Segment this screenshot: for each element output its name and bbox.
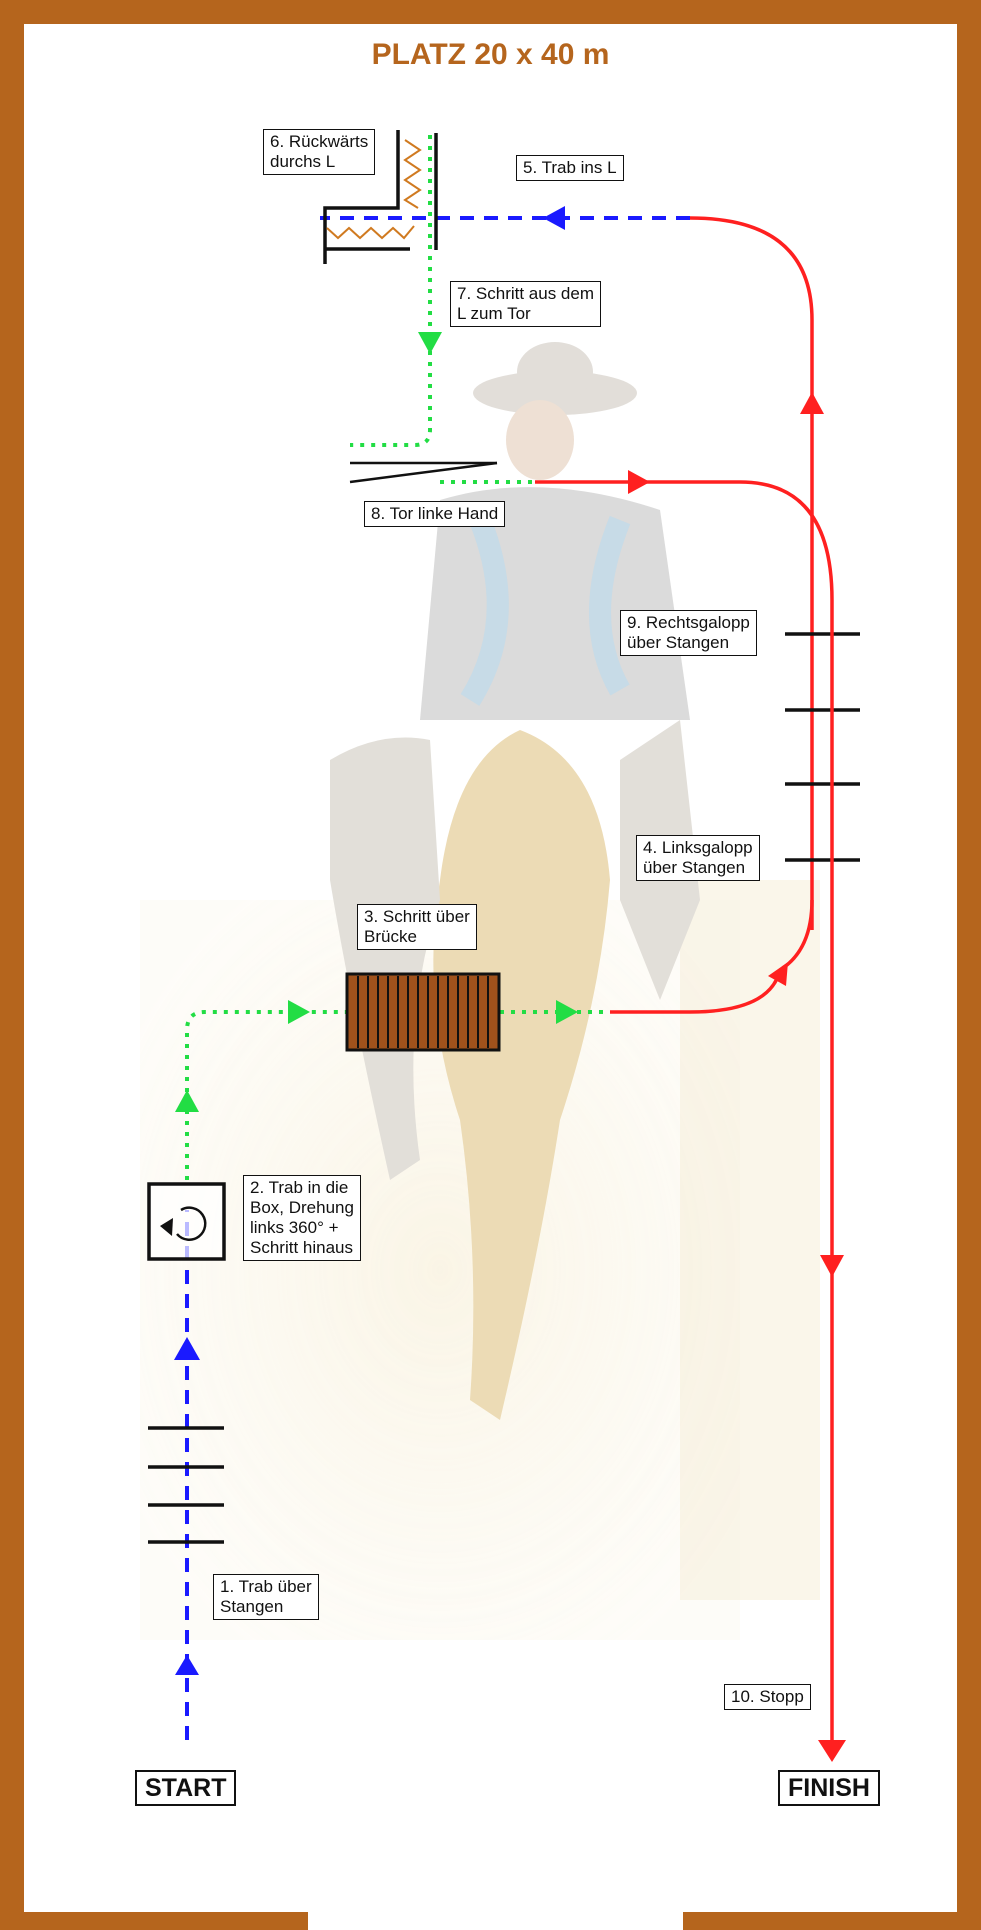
lope-path-left-curve [779, 899, 814, 972]
label-step-7-line-2: L zum Tor [457, 304, 531, 323]
box-obstacle [147, 1182, 226, 1261]
label-step-7-line-1: 7. Schritt aus dem [457, 284, 595, 303]
label-step-2-line-1: 2. Trab in die [250, 1178, 349, 1197]
arena-border-bottom-left [0, 1912, 308, 1930]
walk-path-to-gate [350, 135, 535, 484]
lope-arrow-2 [800, 392, 824, 414]
label-step-1: 1. Trab über Stangen [213, 1574, 319, 1620]
label-step-10-line-1: 10. Stopp [731, 1687, 804, 1706]
start-marker: START [135, 1770, 237, 1806]
trot-arrow-3 [543, 206, 565, 230]
label-step-9-line-2: über Stangen [627, 633, 730, 652]
arena-border-top [0, 0, 981, 24]
label-step-6-line-2: durchs L [270, 152, 336, 171]
arena-border-right [957, 0, 981, 1930]
bridge-obstacle [345, 972, 501, 1052]
label-step-2: 2. Trab in die Box, Drehung links 360° +… [243, 1175, 361, 1261]
label-step-4-line-1: 4. Linksgalopp [643, 838, 753, 857]
L-obstacle [323, 130, 438, 264]
lope-arrow-5 [818, 1740, 846, 1762]
walk-arrow-1 [175, 1090, 199, 1112]
lope-arrow-4 [820, 1255, 844, 1277]
label-step-8: 8. Tor linke Hand [364, 501, 506, 527]
label-step-6: 6. Rückwärts durchs L [263, 129, 376, 175]
label-step-3: 3. Schritt über Brücke [357, 904, 477, 950]
label-step-4: 4. Linksgalopp über Stangen [636, 835, 760, 881]
arena-border-left [0, 0, 24, 1930]
walk-arrow-4 [418, 332, 442, 354]
label-step-5: 5. Trab ins L [516, 155, 624, 181]
label-step-2-line-2: Box, Drehung [250, 1198, 354, 1217]
turn-arrow-icon [160, 1218, 173, 1236]
walk-arrow-3 [556, 1000, 578, 1024]
lope-path-right [535, 480, 834, 1745]
arena-title: PLATZ 20 x 40 m [371, 38, 610, 71]
label-step-7: 7. Schritt aus dem L zum Tor [450, 281, 602, 327]
label-step-9: 9. Rechtsgalopp über Stangen [620, 610, 757, 656]
label-step-2-line-4: Schritt hinaus [250, 1238, 353, 1257]
label-step-8-line-1: 8. Tor linke Hand [371, 504, 499, 523]
label-step-10: 10. Stopp [724, 1684, 811, 1710]
turn-360-icon [176, 1206, 207, 1241]
label-step-2-line-3: links 360° + [250, 1218, 339, 1237]
backup-zigzag-1 [403, 139, 422, 209]
label-step-9-line-1: 9. Rechtsgalopp [627, 613, 750, 632]
label-step-3-line-2: Brücke [364, 927, 417, 946]
label-step-1-line-1: 1. Trab über [220, 1577, 312, 1596]
lope-arrow-3 [628, 470, 650, 494]
finish-marker: FINISH [778, 1770, 880, 1806]
trot-arrow-2 [174, 1337, 200, 1360]
backup-zigzag-2 [326, 225, 415, 240]
label-step-6-line-1: 6. Rückwärts [270, 132, 369, 151]
arena-border-bottom-right [683, 1912, 981, 1930]
label-step-1-line-2: Stangen [220, 1597, 284, 1616]
lope-poles [785, 632, 860, 862]
walk-arrow-2 [288, 1000, 310, 1024]
trot-arrow-1 [175, 1655, 199, 1675]
walk-path-to-bridge [185, 1010, 610, 1180]
label-step-4-line-2: über Stangen [643, 858, 746, 877]
label-step-5-line-1: 5. Trab ins L [523, 158, 617, 177]
trot-poles [148, 1426, 224, 1544]
label-step-3-line-1: 3. Schritt über [364, 907, 470, 926]
gate-obstacle [349, 461, 498, 484]
